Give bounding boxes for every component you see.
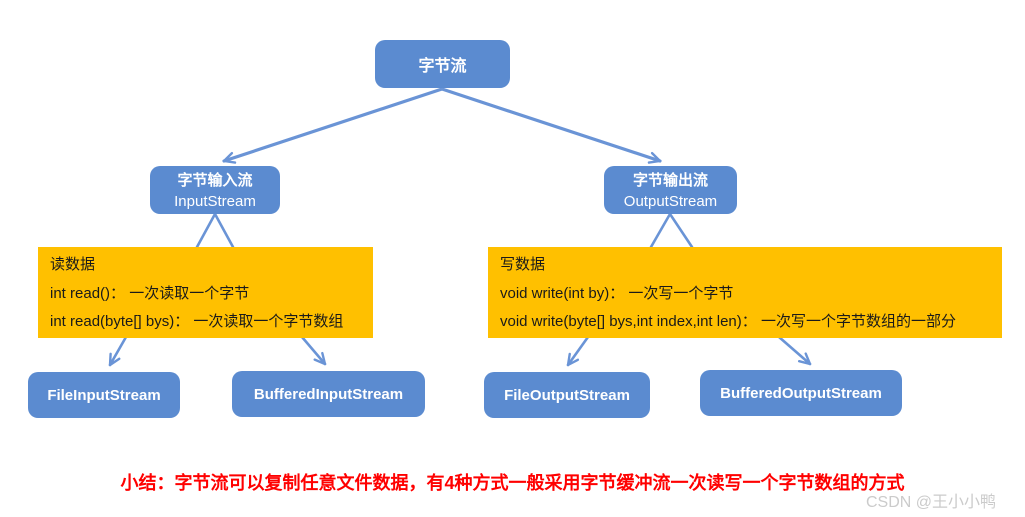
- connector-write-to-bufferedoutputstream: [777, 335, 812, 366]
- node-file-input-stream: FileInputStream: [28, 372, 180, 418]
- connector-read-to-bufferedinputstream: [300, 335, 327, 366]
- panel-write-heading: 写数据: [500, 256, 546, 273]
- node-output-stream-title: 字节输出流: [632, 171, 708, 189]
- connector-input-to-read-right: [213, 212, 235, 249]
- node-output-stream-subtitle: OutputStream: [623, 192, 718, 210]
- summary-note: 小结：字节流可以复制任意文件数据，有4种方式一般采用字节缓冲流一次读写一个字节数…: [120, 473, 905, 493]
- panel-write-method-line: void write(byte[] bys,int index,int len)…: [500, 313, 956, 330]
- node-input-stream-title: 字节输入流: [177, 171, 253, 189]
- connector-write-to-fileoutputstream: [566, 335, 590, 367]
- node-input-stream: 字节输入流 InputStream: [150, 166, 280, 214]
- panel-read-heading: 读数据: [50, 256, 96, 273]
- panel-read-method-line: int read()： 一次读取一个字节: [50, 284, 250, 302]
- node-input-stream-subtitle: InputStream: [174, 192, 256, 210]
- node-byte-stream: 字节流: [375, 40, 510, 88]
- connector-input-to-read-left: [195, 212, 217, 249]
- connector-root-to-output: [440, 87, 662, 164]
- panel-write-data: 写数据 void write(int by)： 一次写一个字节 void wri…: [488, 247, 1002, 338]
- connector-output-to-write-right: [668, 212, 694, 249]
- node-buffered-input-stream: BufferedInputStream: [232, 371, 425, 417]
- connector-root-to-input: [222, 87, 444, 164]
- panel-write-method-line: void write(int by)： 一次写一个字节: [500, 284, 734, 302]
- node-output-stream: 字节输出流 OutputStream: [604, 166, 737, 214]
- csdn-watermark: CSDN @王小小鸭: [866, 494, 997, 511]
- panel-read-method-line: int read(byte[] bys)： 一次读取一个字节数组: [50, 313, 344, 330]
- panel-read-data: 读数据 int read()： 一次读取一个字节 int read(byte[]…: [38, 247, 373, 338]
- connector-read-to-fileinputstream: [108, 335, 128, 367]
- connector-output-to-write-left: [649, 212, 672, 249]
- node-buffered-output-stream: BufferedOutputStream: [700, 370, 902, 416]
- node-file-output-stream: FileOutputStream: [484, 372, 650, 418]
